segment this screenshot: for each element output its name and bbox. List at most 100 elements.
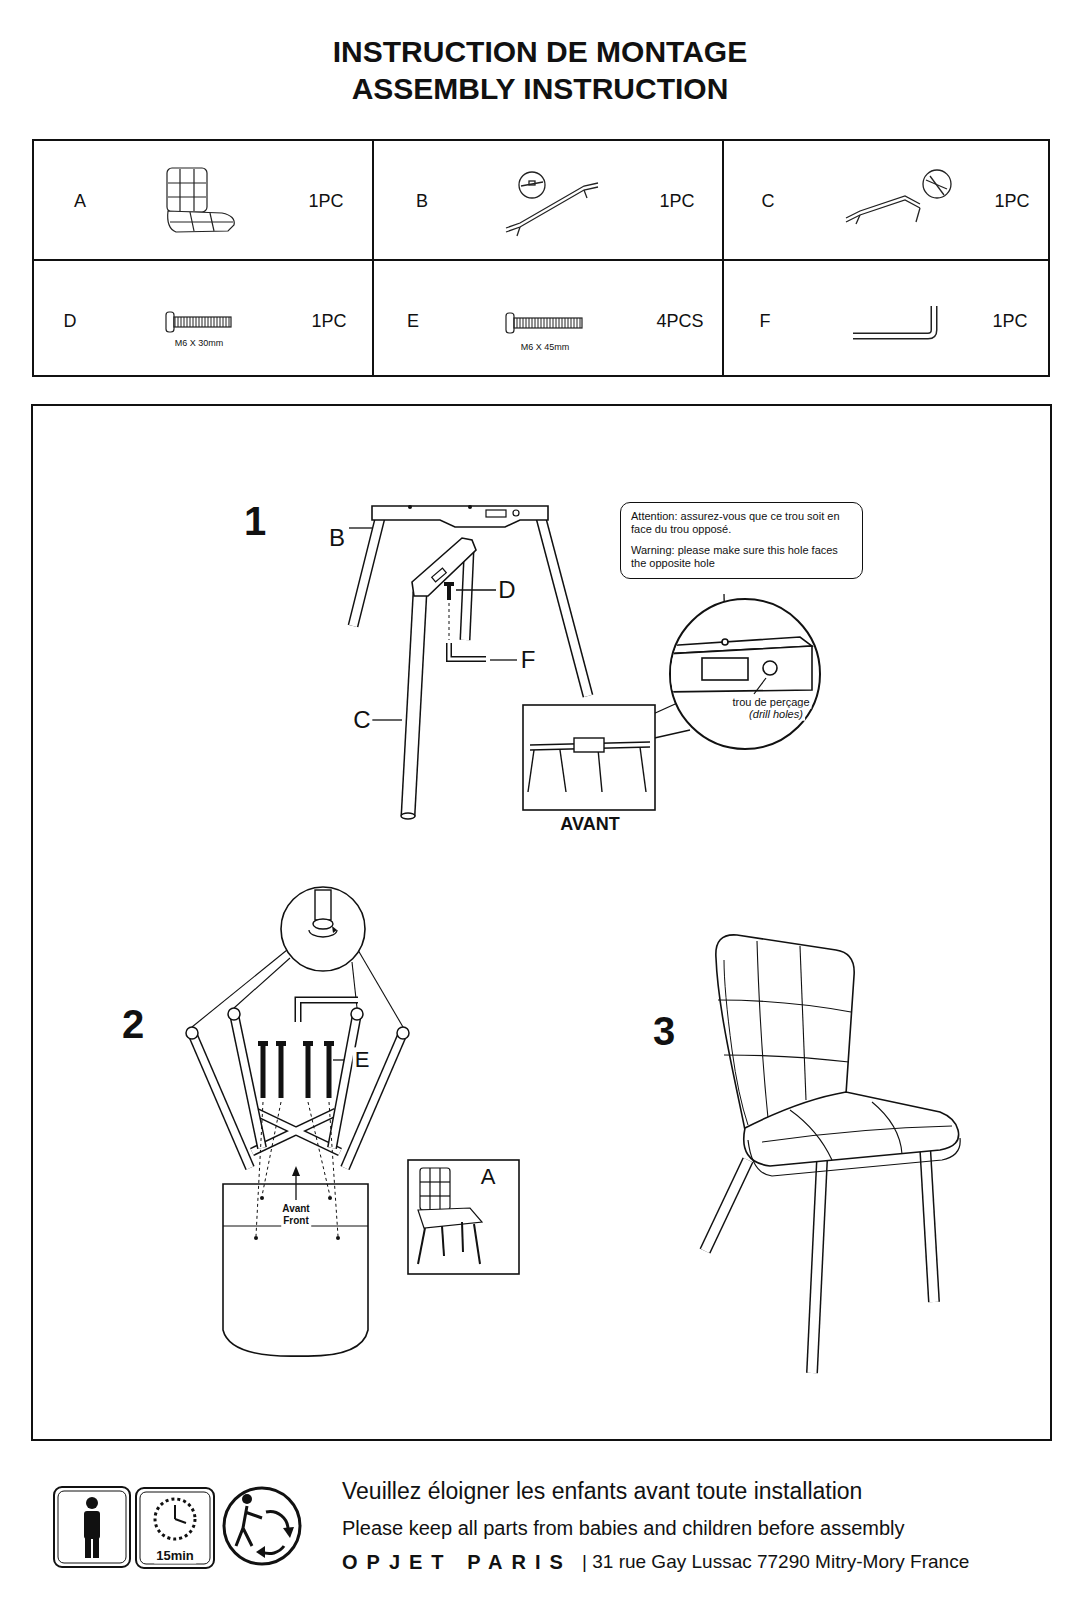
label-anchor: 3	[651, 1008, 677, 1054]
cell-text-anchor: 1PC	[311, 311, 346, 332]
step2-chair-upside-down-part	[223, 1184, 368, 1356]
part-letter: D	[496, 576, 517, 604]
magnifier-hole-part-part	[702, 658, 748, 680]
bolt-m6x45-part	[506, 313, 514, 333]
step3-finished-chair-part	[762, 1102, 952, 1160]
bolt-d-insert-part	[449, 643, 486, 659]
step2-chair-upside-down-part-part	[336, 1236, 340, 1240]
recycle-icon-part	[256, 1546, 265, 1558]
magnifier-hole-part	[664, 637, 812, 692]
leader-lines-part	[372, 719, 402, 720]
label-anchor: | 31 rue Gay Lussac 77290 Mitry-Mory Fra…	[580, 1551, 971, 1573]
part-a-seat-part	[168, 211, 235, 232]
recycle-icon-part	[242, 1494, 252, 1504]
magnifier-hole	[664, 599, 820, 749]
cell-text-anchor: 1PC	[308, 191, 343, 212]
step1-frames-part	[513, 510, 519, 516]
cell-text-anchor: 1PC	[659, 191, 694, 212]
recycle-icon-part	[236, 1506, 262, 1546]
one-person-icon-part	[85, 1538, 91, 1558]
magnifier-hole-part-part	[763, 661, 777, 675]
clock-icon-part	[140, 1492, 210, 1564]
step2-chair-upside-down-part-part	[324, 1041, 334, 1046]
part-letter: C	[762, 191, 775, 212]
step2-chair-upside-down-part	[313, 919, 333, 929]
step2-chair-upside-down-part	[192, 1014, 403, 1168]
step2-inset-chair-part	[442, 1226, 444, 1256]
part-letter: B	[416, 191, 428, 212]
step-number: 3	[651, 1008, 677, 1054]
step2-chair-upside-down-part	[315, 890, 331, 920]
part-a-seat-part	[193, 169, 194, 211]
step3-finished-chair-part	[748, 1138, 960, 1176]
label-anchor: AVANT	[558, 814, 621, 835]
label-anchor: F	[519, 646, 538, 674]
step2-chair-upside-down-part-part	[192, 950, 287, 1027]
one-person-icon-part	[86, 1497, 98, 1509]
step2-chair-upside-down-part	[228, 1008, 240, 1020]
step2-chair-upside-down-part	[351, 1008, 363, 1020]
label-anchor: B	[327, 524, 347, 552]
step2-inset-chair-part	[418, 1228, 425, 1264]
cell-text-anchor: A	[74, 191, 86, 212]
parts-cell: C1PC	[722, 139, 1050, 261]
step-number: 2	[120, 1001, 146, 1047]
part-b-frame-part	[584, 190, 587, 198]
step3-finished-chair-part-part	[757, 941, 768, 1118]
cell-text-anchor: B	[416, 191, 428, 212]
label-anchor: Avant	[280, 1203, 311, 1215]
part-a-seat-part	[170, 221, 233, 222]
parts-cell: F1PC	[722, 259, 1050, 377]
avant-inset-part	[528, 750, 534, 792]
label-anchor: Veuillez éloigner les enfants avant tout…	[340, 1478, 864, 1504]
step2-chair-upside-down-part	[192, 1014, 403, 1168]
one-person-icon	[54, 1487, 130, 1567]
recycle-icon-part	[283, 1527, 294, 1538]
step3-finished-chair-part-part	[800, 946, 806, 1100]
part-b-frame-part	[519, 172, 545, 198]
front-label: Avant	[280, 1203, 311, 1215]
step2-inset-chair-part	[418, 1208, 482, 1228]
part-a-seat-part	[167, 168, 207, 212]
bolt-d-insert	[444, 582, 486, 659]
part-quantity: 1PC	[659, 191, 694, 212]
part-c-frame-part	[923, 170, 951, 198]
recycle-icon-part	[224, 1488, 300, 1564]
part-quantity: 4PCS	[656, 311, 703, 332]
label-anchor: E	[353, 1047, 372, 1072]
part-quantity: 1PC	[992, 311, 1027, 332]
step2-chair-upside-down-part-part	[276, 1041, 286, 1046]
cell-text-anchor: C	[762, 191, 775, 212]
magnifier-hole-part-part	[722, 639, 728, 645]
label-anchor: (drill holes)	[747, 708, 805, 721]
label-anchor: 15min	[154, 1549, 196, 1564]
step1-frames-part	[432, 568, 447, 582]
clock-icon-part	[155, 1499, 195, 1539]
clock-icon	[136, 1488, 214, 1568]
label-anchor: OPJET PARIS	[340, 1551, 574, 1574]
bolt-d-insert-part	[444, 582, 454, 586]
part-a-seat-part	[168, 196, 206, 197]
leader-lines	[333, 528, 725, 1177]
step2-inset-chair	[408, 1160, 519, 1274]
step2-chair-upside-down-part-part	[303, 1041, 313, 1046]
step2-inset-chair-part	[439, 1168, 440, 1210]
step3-finished-chair-part	[724, 960, 748, 1125]
step2-chair-upside-down-part-part	[279, 1046, 284, 1098]
hole-label: trou de perçage	[730, 696, 811, 709]
step2-chair-upside-down-part-part	[329, 1102, 338, 1236]
front-label: Front	[281, 1215, 311, 1227]
part-quantity: 1PC	[311, 311, 346, 332]
part-c-frame-part	[856, 215, 860, 224]
step3-finished-chair-part	[718, 941, 851, 1118]
safety-note: Veuillez éloigner les enfants avant tout…	[340, 1478, 864, 1504]
hole-label: (drill holes)	[747, 708, 805, 721]
avant-inset-part	[640, 747, 646, 792]
part-c-frame	[846, 170, 951, 224]
bolt-m6x45	[506, 313, 582, 333]
part-letter: E	[407, 311, 419, 332]
one-person-icon-part	[54, 1487, 130, 1567]
bolt-m6x30	[166, 312, 231, 332]
step1-frames-part	[353, 518, 588, 696]
